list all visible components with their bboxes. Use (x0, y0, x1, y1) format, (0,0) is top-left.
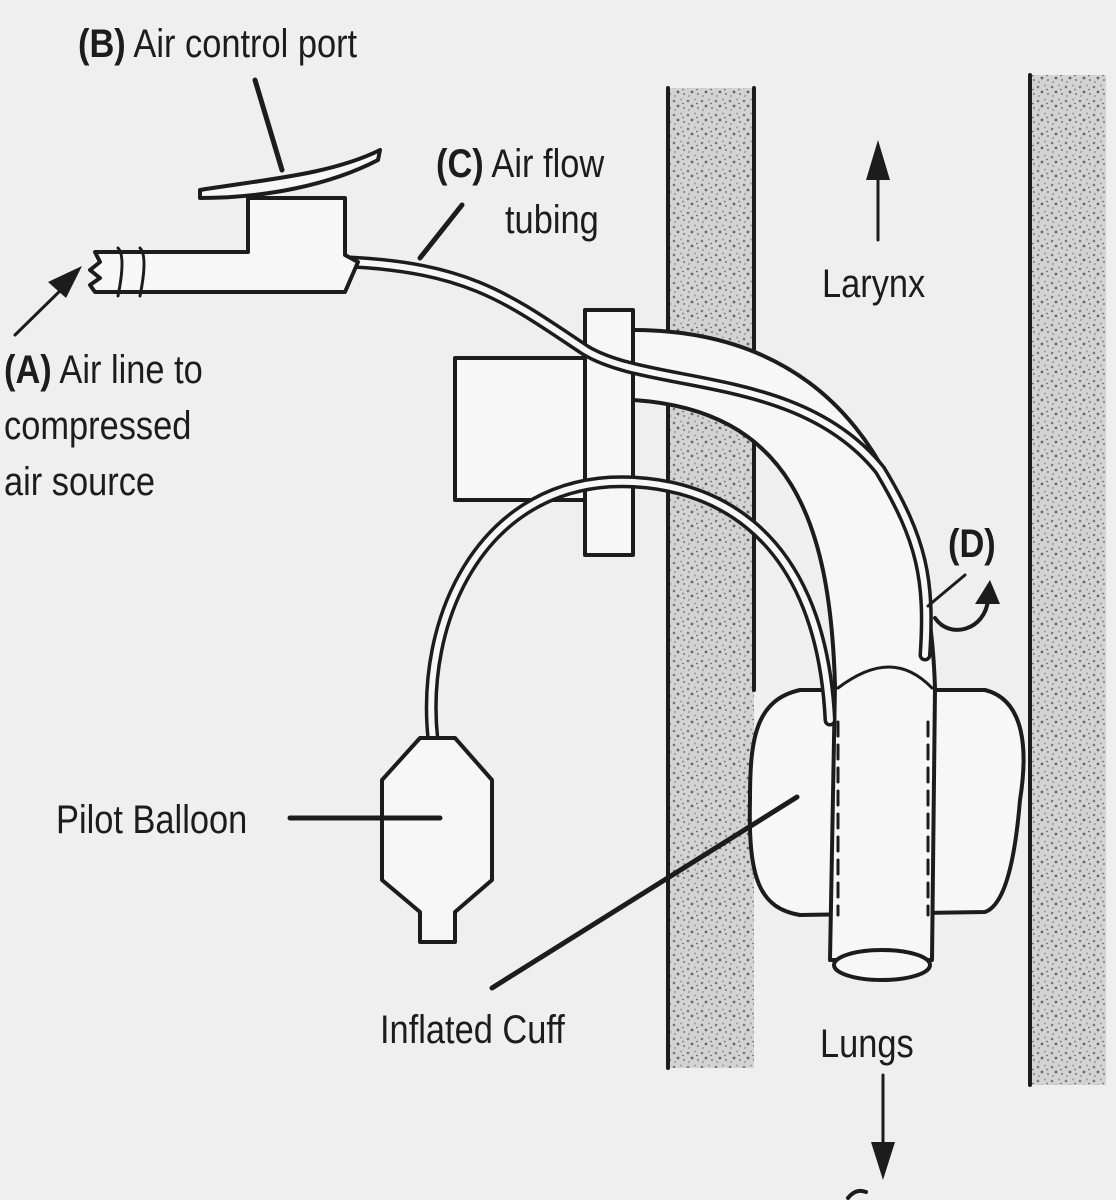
pilot-balloon-shape (380, 736, 494, 944)
tracheal-wall-left (668, 88, 754, 1068)
arrowhead-air-line (48, 266, 82, 298)
tube-body (631, 328, 937, 962)
label-d: (D) (948, 522, 996, 566)
label-air-line-line2: compressed (4, 404, 192, 448)
label-larynx: Larynx (822, 262, 926, 306)
arrowhead-larynx (866, 140, 890, 180)
label-inflated-cuff: Inflated Cuff (380, 1008, 565, 1052)
tag-c: (C) (436, 142, 484, 186)
tube-ring-top (836, 665, 934, 690)
label-pilot-balloon: Pilot Balloon (56, 798, 248, 842)
label-air-flow-tubing-line2: tubing (505, 198, 599, 242)
label-air-flow-tubing: (C) Air flow (436, 142, 605, 186)
flange-hub (453, 356, 587, 502)
leader-air-line (13, 283, 68, 337)
label-air-line-line3: air source (4, 460, 156, 504)
air-control-port-cap (198, 148, 382, 200)
arrow-d-airflow (933, 598, 990, 632)
tracheal-wall-right (1030, 75, 1106, 1085)
leader-air-control-port (252, 77, 285, 173)
air-line-connector (88, 196, 360, 294)
arrowhead-d (975, 580, 1000, 604)
leader-air-flow-tubing (417, 202, 465, 261)
arrowhead-lungs (871, 1142, 895, 1180)
tag-b: (B) (78, 22, 126, 66)
tag-a: (A) (4, 348, 52, 392)
label-lungs: Lungs (820, 1022, 914, 1066)
label-air-control-port: (B) Air control port (78, 22, 358, 66)
leader-inflated-cuff (489, 794, 800, 991)
tube-distal-opening (832, 948, 932, 982)
label-air-line: (A) Air line to (4, 348, 203, 392)
